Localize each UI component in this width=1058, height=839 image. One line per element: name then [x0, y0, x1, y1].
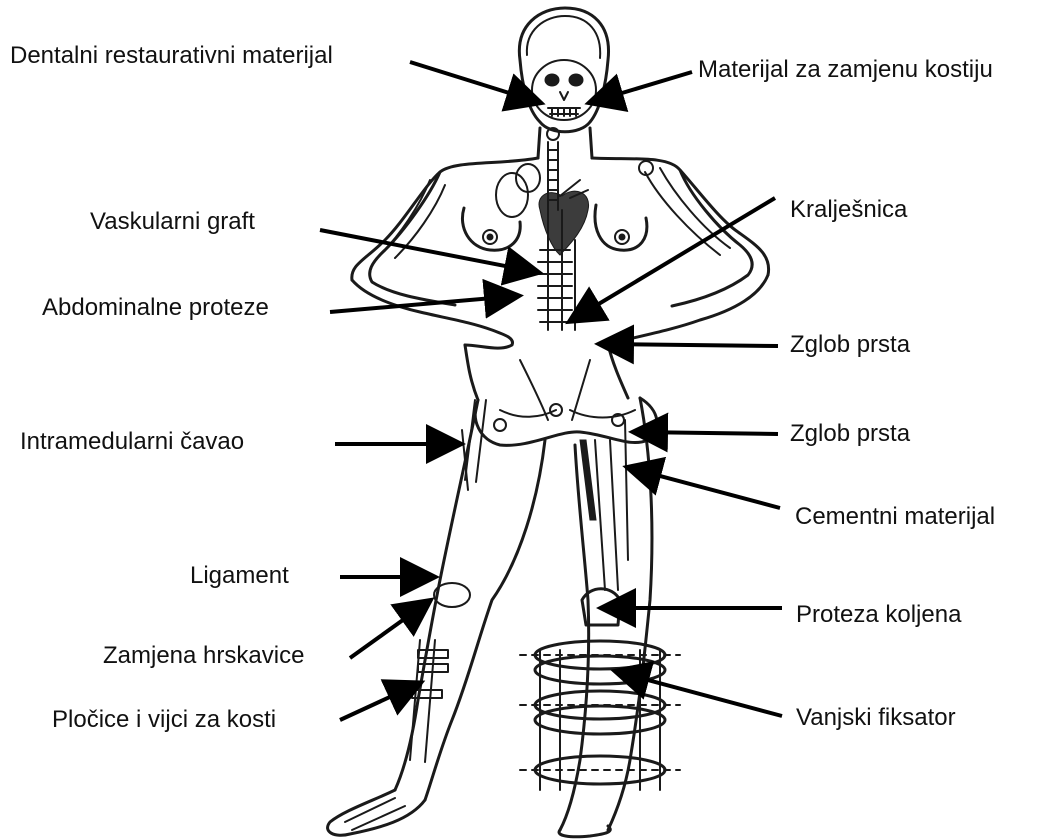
arrow-plates	[340, 684, 418, 720]
label-plates: Pločice i vijci za kosti	[52, 706, 276, 734]
label-abdominal: Abdominalne proteze	[42, 294, 269, 322]
label-bone-replace: Materijal za zamjenu kostiju	[698, 56, 993, 84]
label-cement: Cementni materijal	[795, 503, 995, 531]
arrow-dental	[410, 62, 538, 102]
label-finger-joint-1: Zglob prsta	[790, 331, 910, 359]
arrow-finger-joint-1	[602, 344, 778, 346]
label-cartilage: Zamjena hrskavice	[103, 642, 304, 670]
label-spine: Kralješnica	[790, 196, 907, 224]
label-intramedullary: Intramedularni čavao	[20, 428, 244, 456]
body-outline	[328, 8, 769, 837]
arrow-vascular	[320, 230, 536, 272]
arrow-finger-joint-2	[636, 432, 778, 434]
label-finger-joint-2: Zglob prsta	[790, 420, 910, 448]
label-external-fix: Vanjski fiksator	[796, 704, 956, 732]
label-dental: Dentalni restaurativni materijal	[10, 42, 333, 70]
arrow-cartilage	[350, 602, 428, 658]
label-knee: Proteza koljena	[796, 601, 961, 629]
label-vascular: Vaskularni graft	[90, 208, 255, 236]
label-ligament: Ligament	[190, 562, 289, 590]
